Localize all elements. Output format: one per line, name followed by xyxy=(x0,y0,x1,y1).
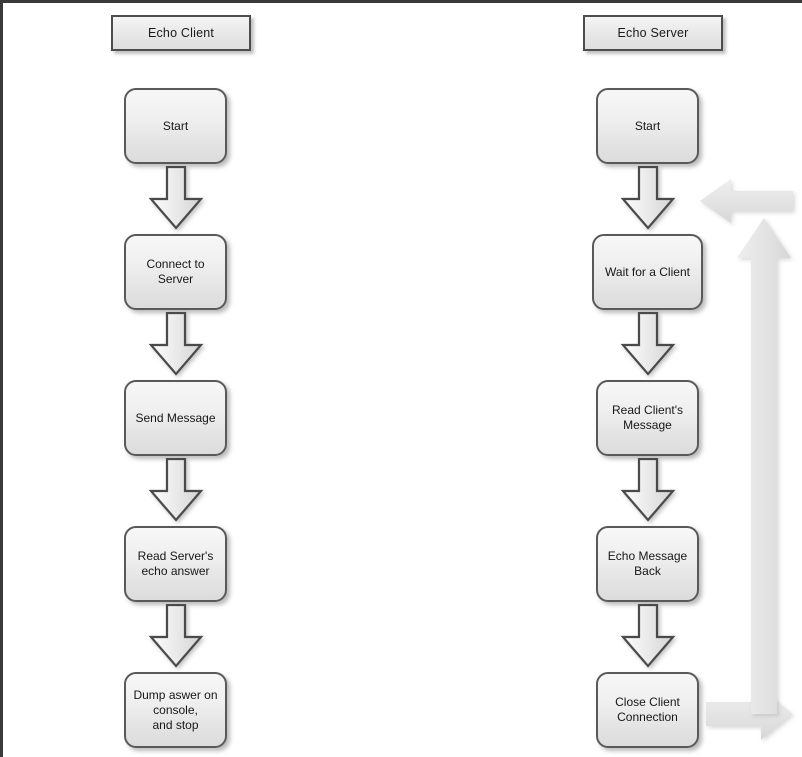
node-client-connect[interactable]: Connect to Server xyxy=(124,234,227,310)
lane-header-client: Echo Client xyxy=(111,15,251,51)
node-server-read[interactable]: Read Client's Message xyxy=(596,380,699,456)
node-client-start[interactable]: Start xyxy=(124,88,227,164)
node-label: Read Client's Message xyxy=(612,403,683,432)
client-arrow-4 xyxy=(148,604,204,668)
lane-header-server: Echo Server xyxy=(583,15,723,51)
node-server-wait[interactable]: Wait for a Client xyxy=(592,234,703,310)
client-arrow-2 xyxy=(148,312,204,376)
node-label: Start xyxy=(162,118,189,133)
node-label: Wait for a Client xyxy=(605,264,690,279)
client-arrow-1 xyxy=(148,166,204,230)
node-label: Send Message xyxy=(135,410,216,425)
loop-arrow-left xyxy=(700,179,793,223)
client-arrow-3 xyxy=(148,458,204,522)
server-arrow-1 xyxy=(620,166,676,230)
node-label: Close Client Connection xyxy=(615,695,680,724)
node-label: Echo Message Back xyxy=(607,549,688,578)
server-arrow-2 xyxy=(620,312,676,376)
node-client-read[interactable]: Read Server's echo answer xyxy=(124,526,227,602)
node-client-dump[interactable]: Dump aswer on console, and stop xyxy=(124,672,227,748)
node-client-send[interactable]: Send Message xyxy=(124,380,227,456)
frame-top-border xyxy=(0,0,802,3)
node-label: Dump aswer on console, and stop xyxy=(133,687,218,732)
server-arrow-4 xyxy=(620,604,676,668)
node-server-echo[interactable]: Echo Message Back xyxy=(596,526,699,602)
node-server-start[interactable]: Start xyxy=(596,88,699,164)
frame-left-border xyxy=(0,0,3,757)
node-server-close[interactable]: Close Client Connection xyxy=(596,672,699,748)
node-label: Connect to Server xyxy=(146,257,205,286)
server-arrow-3 xyxy=(620,458,676,522)
loop-arrow-up xyxy=(737,218,791,714)
node-label: Start xyxy=(634,118,661,133)
node-label: Read Server's echo answer xyxy=(137,549,214,578)
